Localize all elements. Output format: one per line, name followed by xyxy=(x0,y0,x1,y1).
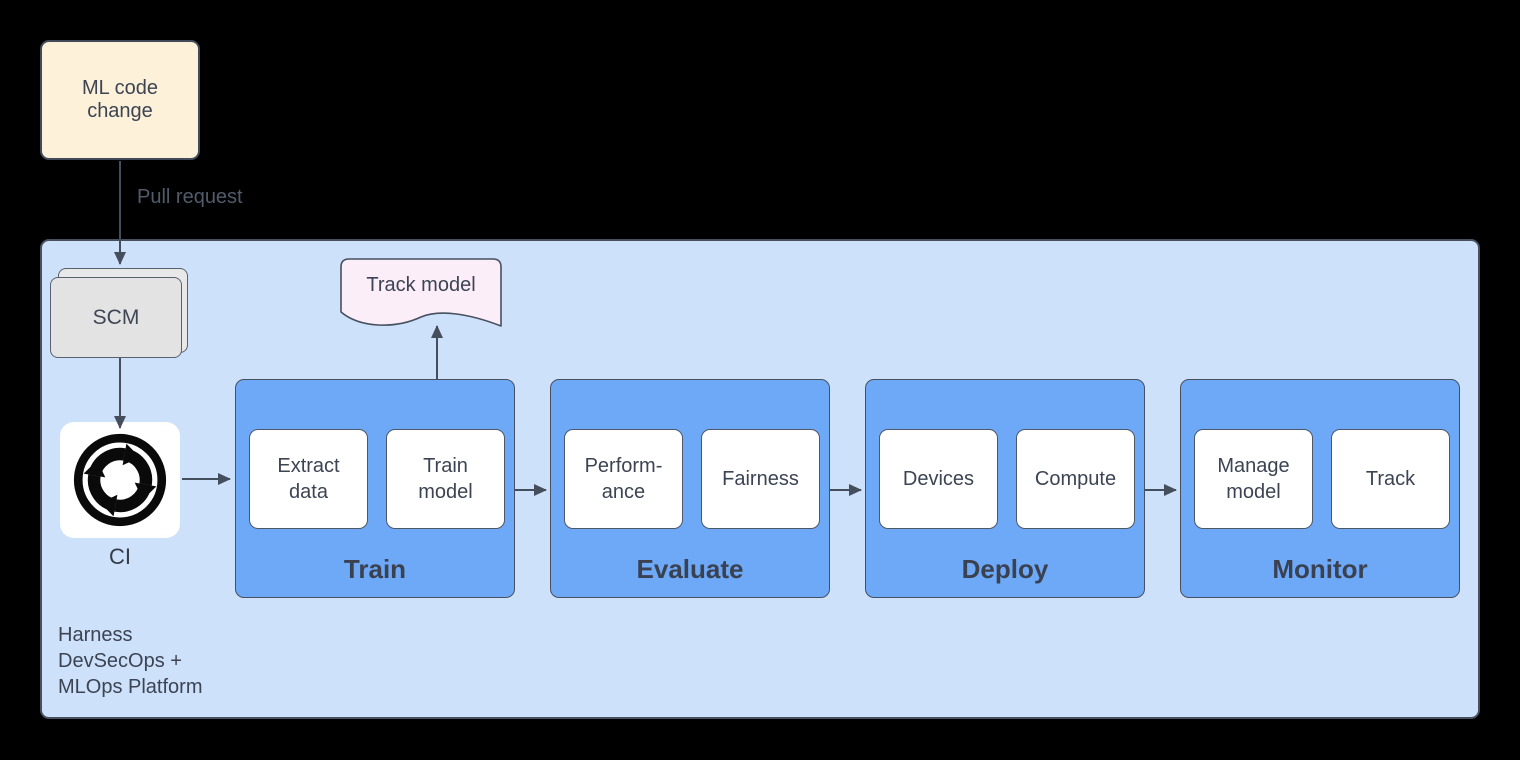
stage-deploy: Devices Compute Deploy xyxy=(865,379,1145,598)
stage-item: Compute xyxy=(1016,429,1135,529)
scm-node: SCM xyxy=(50,277,182,358)
stage-item-label: Fairness xyxy=(722,468,799,490)
ml-code-change-label: ML code change xyxy=(82,77,158,122)
stage-train: Extract data Train model Train xyxy=(235,379,515,598)
ci-node xyxy=(60,422,180,538)
scm-label: SCM xyxy=(92,305,140,329)
stage-title: Train xyxy=(343,554,407,584)
stage-item-label: Compute xyxy=(1034,468,1117,490)
stage-evaluate: Perform- ance Fairness Evaluate xyxy=(550,379,830,598)
stage-item: Track xyxy=(1331,429,1450,529)
stage-item: Devices xyxy=(879,429,998,529)
stage-title: Monitor xyxy=(1272,554,1368,584)
stage-item-label: Devices xyxy=(902,468,975,490)
stage-title: Evaluate xyxy=(636,554,744,584)
stage-title: Deploy xyxy=(961,554,1049,584)
stage-item: Train model xyxy=(386,429,505,529)
stage-item: Manage model xyxy=(1194,429,1313,529)
stage-item: Fairness xyxy=(701,429,820,529)
stage-item-label: Train model xyxy=(418,455,473,503)
pull-request-label: Pull request xyxy=(137,186,243,208)
ci-label: CI xyxy=(109,544,131,569)
stage-item-label: Manage model xyxy=(1217,455,1290,503)
stage-item-label: Extract data xyxy=(277,455,340,503)
track-model-document xyxy=(340,258,502,327)
stage-item-label: Track xyxy=(1365,468,1416,490)
ci-loop-icon xyxy=(73,433,167,527)
ml-code-change-node: ML code change xyxy=(40,40,200,160)
platform-label: Harness DevSecOps + MLOps Platform xyxy=(58,624,203,698)
stage-item-label: Perform- ance xyxy=(584,455,663,503)
stage-item: Perform- ance xyxy=(564,429,683,529)
stage-monitor: Manage model Track Monitor xyxy=(1180,379,1460,598)
track-model-label: Track model xyxy=(366,274,476,296)
stage-item: Extract data xyxy=(249,429,368,529)
